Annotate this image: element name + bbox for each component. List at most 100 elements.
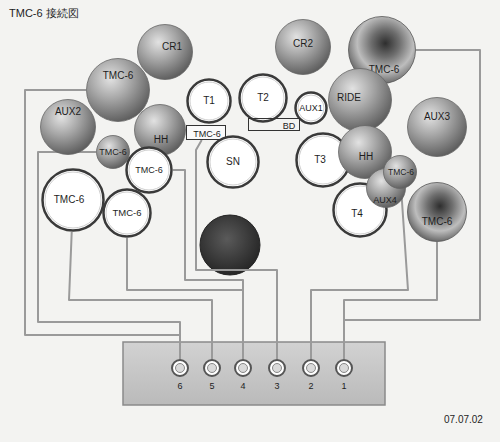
cymbal-pad: RIDE [328,68,392,132]
drum-pad: SN [206,135,260,189]
input-jack: 1 [335,359,353,377]
jack-number: 6 [177,382,182,391]
input-jack: 2 [302,359,320,377]
jack-number: 1 [341,382,346,391]
sphere [87,59,150,122]
trigger-cable [127,238,243,359]
jack-ring [269,360,285,376]
jack-hole [340,364,349,373]
drum-pad: T2 [238,73,288,123]
drum-pad: TMC-6 [102,188,152,238]
pad-name: TMC-6 [54,195,85,205]
head-ring [45,172,101,228]
pad-name: SN [226,157,240,167]
trigger-cable [344,242,437,359]
pad-name: BD [283,121,296,130]
drum-pad: TMC-6 [125,146,173,194]
jack-ring [204,360,220,376]
head-ring [242,77,284,119]
jack-number: 5 [209,382,214,391]
jack-ring [303,360,319,376]
input-jack: 5 [203,359,221,377]
cymbal-pad: CR2 [275,19,331,75]
pad-name: RIDE [337,93,361,103]
sphere [41,100,96,155]
pad-outline [86,58,150,122]
input-jack: 6 [171,359,189,377]
pad-name: T4 [351,209,363,219]
sphere [384,156,417,189]
jack-hole [176,364,185,373]
pad-outline [407,182,467,242]
pad-outline [407,97,467,157]
jack-ring [336,360,352,376]
jack-ring [172,360,188,376]
jack-ring [235,360,251,376]
sphere [97,136,130,169]
cymbal-pad: AUX2 [40,99,96,155]
pad-outline [302,359,320,377]
pad-name: TMC-6 [422,217,453,227]
head-ring [129,150,169,190]
trigger-cable [173,170,243,359]
cymbal-pad: TMC-6 [86,58,150,122]
jack-number: 4 [240,382,245,391]
cymbal-pad: TMC-6 [383,155,417,189]
head-ring [106,192,148,234]
label-band: TMC-6 [186,125,226,140]
pad-name: HH [359,152,373,162]
head [296,93,327,124]
jack-panel [123,342,385,405]
drum-pad: TMC-6 [41,168,105,232]
jack-hole [208,364,217,373]
date-note: 07.07.02 [444,414,483,425]
pad-name: CR2 [293,39,313,49]
sphere [408,98,467,157]
head-ring [298,95,324,121]
pad-outline [268,359,286,377]
pad-outline [335,359,353,377]
label-band: BD [248,118,300,131]
sphere [329,69,392,132]
sphere [276,20,331,75]
cone [408,183,467,242]
pad-name: TMC-6 [193,129,221,138]
input-jack: 4 [234,359,252,377]
cymbal-pad: CR1 [137,24,193,80]
pad-name: AUX1 [299,104,323,113]
jack-number: 2 [308,382,313,391]
pad-name: TMC-6 [112,208,141,218]
pad-name: AUX3 [424,112,450,122]
head-ring [190,82,228,120]
sphere [138,25,193,80]
pad-name: T1 [203,96,215,106]
head [188,80,231,123]
pad-outline [137,24,193,80]
pad-name: TMC-6 [99,148,127,157]
pad-outline [203,359,221,377]
head [240,75,287,122]
pad-name: AUX2 [55,107,81,117]
kick-pad [200,215,260,275]
pad-name: TMC-6 [388,168,414,177]
trigger-pad: TMC-6 [407,182,467,242]
diagram-title: TMC-6 接続図 [9,6,79,21]
head [208,137,259,188]
jack-hole [239,364,248,373]
pad-name: CR1 [162,42,182,52]
head-ring [210,139,256,185]
pad-name: HH [154,135,168,145]
pad-outline [171,359,189,377]
pad-name: T3 [314,155,326,165]
head [127,148,172,193]
input-jack: 3 [268,359,286,377]
drum-pad: T1 [186,78,232,124]
pad-name: TMC-6 [135,166,163,175]
pad-name: T2 [257,93,269,103]
pad-name: AUX4 [373,196,397,205]
trigger-cable [69,232,212,359]
cymbal-pad: TMC-6 [96,135,130,169]
trigger-cable [311,189,408,359]
jack-number: 3 [274,382,279,391]
